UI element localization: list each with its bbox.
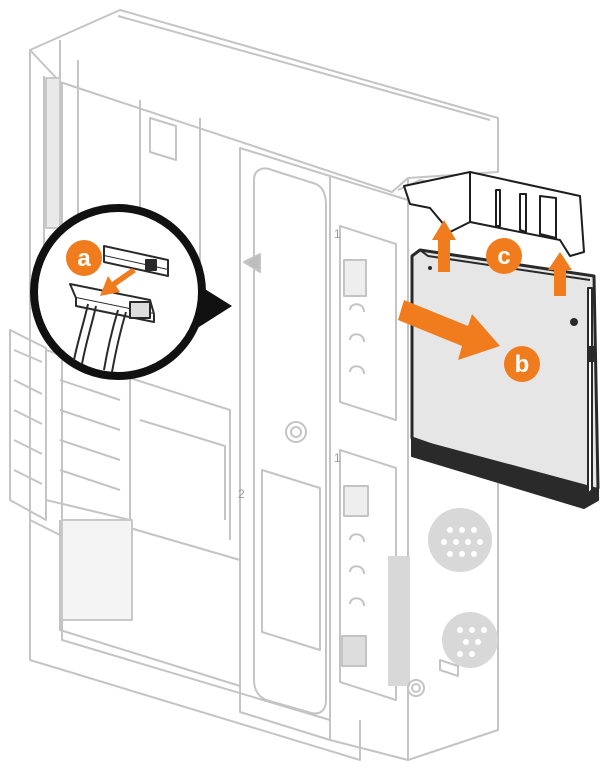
step-label-a: a xyxy=(77,245,91,272)
arrow-lift-right xyxy=(548,252,572,296)
optical-drive xyxy=(410,248,600,509)
front-usb-port xyxy=(343,259,367,297)
drive-connector xyxy=(103,245,169,277)
step-badge-b: b xyxy=(504,346,540,382)
bracket-screw xyxy=(285,421,307,443)
arrow-slide-out xyxy=(398,300,500,360)
arrow-disconnect xyxy=(100,268,136,296)
back-vent-grille xyxy=(45,77,61,229)
step-badge-a: a xyxy=(66,240,102,276)
chassis-mark-slot-2: 2 xyxy=(238,487,245,501)
front-io-ports xyxy=(341,635,367,667)
drive-eject-button xyxy=(589,346,594,362)
sata-cables xyxy=(73,303,127,373)
arrow-lift-left xyxy=(432,220,456,272)
front-vent-grille xyxy=(388,508,498,686)
cable-callout: a xyxy=(30,204,232,380)
expansion-slot-brackets xyxy=(9,329,47,521)
chassis-top-panel xyxy=(29,9,499,193)
step-label-b: b xyxy=(515,351,530,378)
cable-plug xyxy=(69,283,155,323)
chassis-front-edge xyxy=(407,200,499,761)
drive-screw xyxy=(570,318,578,326)
chassis-side-frame xyxy=(29,520,361,761)
step-label-c: c xyxy=(497,243,510,270)
step-badge-c: c xyxy=(486,238,522,274)
chassis-mark-slot-1-lower: 1 xyxy=(334,451,341,465)
chassis-mark-slot-1: 1 xyxy=(334,227,341,241)
drive-bay-bracket xyxy=(403,171,585,257)
